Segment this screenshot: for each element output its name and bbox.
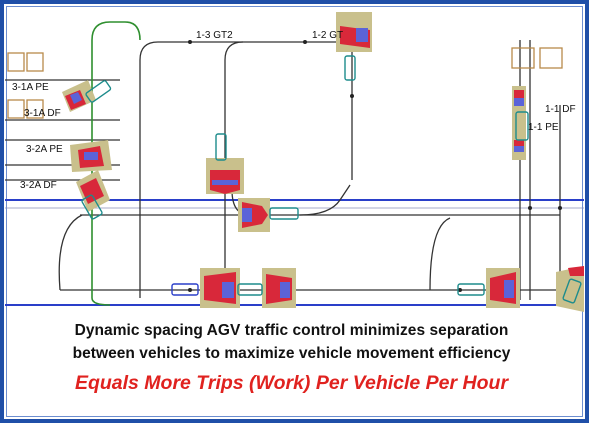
node-dot bbox=[558, 206, 562, 210]
agv-vehicle bbox=[344, 55, 356, 81]
station-load-red bbox=[568, 266, 584, 276]
station-outline bbox=[511, 47, 535, 69]
station-outline bbox=[26, 52, 44, 72]
station-3-2a bbox=[70, 140, 112, 172]
label-3-2a-df: 3-2A DF bbox=[20, 180, 57, 191]
node-dot bbox=[458, 288, 462, 292]
agv-vehicle bbox=[237, 283, 263, 296]
station-center-upper bbox=[206, 158, 244, 194]
station-pad bbox=[556, 266, 584, 312]
station-load-blue bbox=[70, 92, 82, 104]
station-load-blue bbox=[514, 98, 524, 106]
headline: Equals More Trips (Work) Per Vehicle Per… bbox=[74, 372, 509, 394]
node-dot bbox=[350, 94, 354, 98]
station-3-1a bbox=[62, 80, 96, 112]
station-load-blue bbox=[280, 282, 290, 298]
station-bottom-a bbox=[200, 268, 240, 308]
guide-path-top-loop bbox=[139, 41, 350, 298]
node-dot bbox=[528, 206, 532, 210]
station-load-red bbox=[514, 90, 524, 98]
station-outlines-left bbox=[7, 52, 44, 119]
agv-vehicle bbox=[269, 207, 299, 220]
station-load-blue bbox=[242, 208, 252, 222]
station-load-blue bbox=[222, 282, 234, 298]
station-load-blue bbox=[514, 146, 524, 152]
guide-path-curve-b bbox=[299, 184, 351, 216]
station-1-2-gt bbox=[336, 12, 372, 52]
station-outline bbox=[7, 52, 25, 72]
station-outline bbox=[539, 47, 563, 69]
station-load-blue bbox=[356, 28, 368, 42]
agv-vehicles bbox=[81, 55, 582, 304]
station-bottom-b bbox=[262, 268, 296, 308]
guide-paths bbox=[5, 40, 561, 300]
label-1-2-gt: 1-2 GT bbox=[312, 30, 343, 41]
label-1-1-pe: 1-1 PE bbox=[528, 122, 559, 133]
station-load-blue bbox=[504, 280, 514, 298]
agv-vehicle bbox=[85, 80, 112, 103]
node-dot bbox=[188, 40, 192, 44]
station-outline bbox=[7, 99, 25, 119]
guide-path-left-loop bbox=[58, 214, 83, 291]
agv-vehicle bbox=[457, 283, 485, 296]
agv-vehicle bbox=[215, 133, 227, 161]
label-1-3-gt2: 1-3 GT2 bbox=[196, 30, 233, 41]
label-3-1a-pe: 3-1A PE bbox=[12, 82, 49, 93]
guide-path-right-curve bbox=[429, 217, 451, 291]
node-dot bbox=[188, 288, 192, 292]
station-outline bbox=[26, 99, 44, 119]
station-labels: 1-3 GT2 1-2 GT 3-1A PE 3-1A DF 3-2A PE 3… bbox=[12, 30, 576, 191]
node-dot bbox=[303, 40, 307, 44]
station-load-blue bbox=[84, 152, 98, 160]
agv-vehicle bbox=[81, 194, 103, 220]
caption-line-2: between vehicles to maximize vehicle mov… bbox=[72, 345, 511, 362]
path-nodes bbox=[188, 40, 562, 292]
guide-path-inner-loop bbox=[224, 41, 244, 298]
green-path bbox=[91, 21, 141, 306]
label-3-2a-pe: 3-2A PE bbox=[26, 144, 63, 155]
station-right-edge bbox=[556, 266, 584, 312]
agv-vehicle bbox=[562, 278, 582, 304]
guide-path-left-rail bbox=[5, 79, 120, 181]
label-3-1a-df: 3-1A DF bbox=[24, 108, 61, 119]
caption-line-1: Dynamic spacing AGV traffic control mini… bbox=[74, 322, 509, 339]
agv-vehicle bbox=[171, 283, 199, 296]
green-loop-bottom bbox=[91, 297, 111, 306]
label-1-1-df: 1-1 DF bbox=[545, 104, 576, 115]
agv-vehicle bbox=[515, 111, 529, 141]
transfer-stations bbox=[62, 12, 584, 312]
station-bottom-c bbox=[486, 268, 520, 308]
station-load-red bbox=[514, 140, 524, 146]
station-load-blue bbox=[212, 180, 238, 185]
station-outlines-right bbox=[511, 47, 563, 69]
green-loop-left bbox=[91, 21, 141, 298]
station-1-1 bbox=[512, 86, 526, 160]
station-3-2a-df bbox=[76, 170, 110, 212]
station-center-mid bbox=[238, 198, 270, 232]
